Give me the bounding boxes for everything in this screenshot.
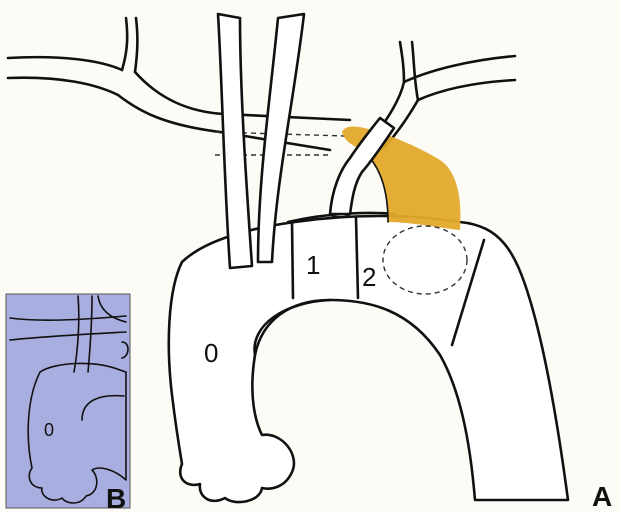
zone-0-label: 0 <box>204 338 218 368</box>
upper-vessel-tree <box>8 18 515 155</box>
zone-1-label: 1 <box>306 250 320 280</box>
inset-panel-b: 0 B <box>6 294 130 512</box>
panel-b-label: B <box>106 483 126 512</box>
zone-2-label: 2 <box>362 262 376 292</box>
panel-a-label: A <box>592 481 612 512</box>
inset-zone-0-label: 0 <box>44 420 54 440</box>
